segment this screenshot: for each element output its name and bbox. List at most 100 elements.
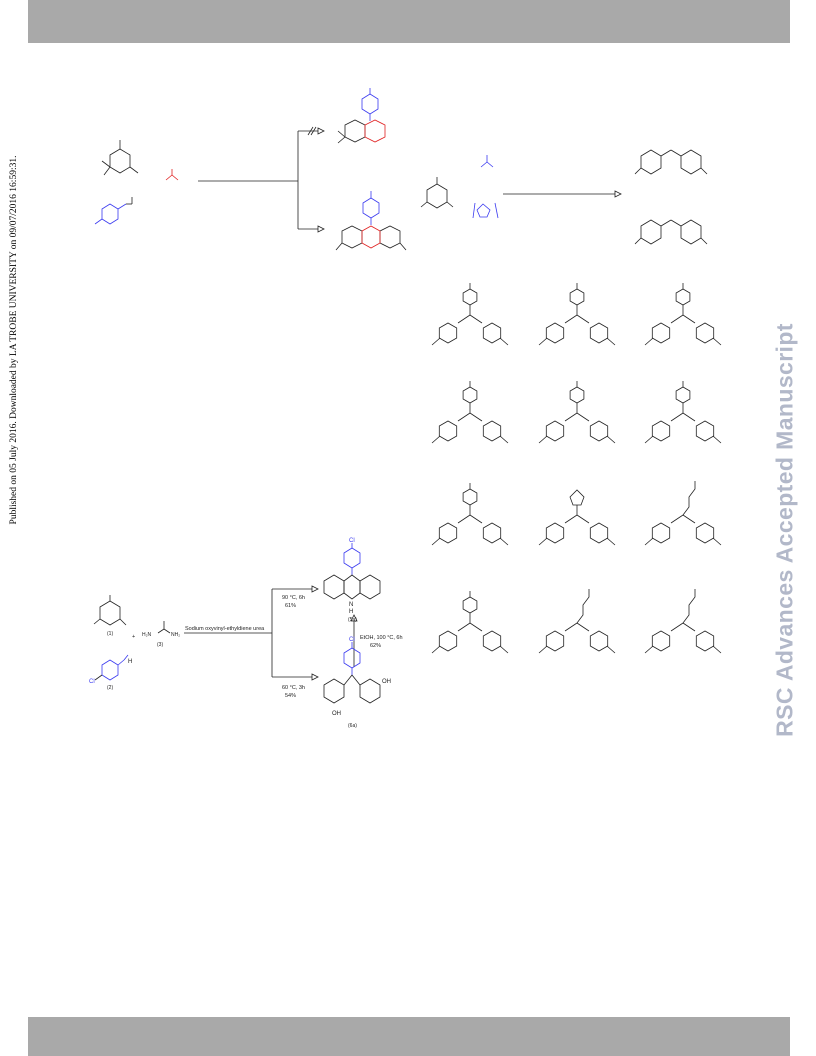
product-6-left-methyl bbox=[644, 435, 654, 444]
compound-6a-label: (6a) bbox=[348, 723, 357, 729]
product-4-right-bond bbox=[469, 412, 483, 422]
red-reagent bbox=[165, 169, 179, 181]
top-branch-conditions: 90 °C, 6h bbox=[282, 595, 305, 601]
product-8-right-methyl bbox=[606, 537, 616, 546]
product-12-alkyl-chain bbox=[682, 589, 696, 624]
product-12-right-ring bbox=[695, 630, 715, 652]
compound-2-aldehyde-h: H bbox=[128, 659, 132, 665]
product-6-right-bond bbox=[682, 412, 696, 422]
product-1-aryl-ring bbox=[462, 288, 478, 306]
product-1-left-ring bbox=[438, 322, 458, 344]
product-7-right-ring bbox=[482, 522, 502, 544]
up-arrow-conditions: EtOH, 100 °C, 6h bbox=[360, 635, 403, 641]
product-11-right-methyl bbox=[606, 645, 616, 654]
product-11-right-ring bbox=[589, 630, 609, 652]
product-3-left-ring bbox=[651, 322, 671, 344]
product-2-left-methyl bbox=[538, 337, 548, 346]
product-7-aryl-ring bbox=[462, 488, 478, 506]
plus-sign: + bbox=[132, 634, 135, 640]
product-6a-oh-bottom: OH bbox=[332, 711, 341, 717]
product-11-left-ring bbox=[545, 630, 565, 652]
product-1-right-ring bbox=[482, 322, 502, 344]
scheme-2-reagent-1 bbox=[480, 155, 494, 168]
product-4-left-bond bbox=[457, 412, 471, 422]
product-5a-aryl bbox=[343, 543, 361, 575]
product-1-right-bond bbox=[469, 314, 483, 324]
product-5-left-bond bbox=[564, 412, 578, 422]
bottom-branch-conditions: 60 °C, 3h bbox=[282, 685, 305, 691]
product-12-left-ring bbox=[651, 630, 671, 652]
product-6-left-ring bbox=[651, 420, 671, 442]
product-7-right-bond bbox=[469, 514, 483, 524]
product-2-right-ring bbox=[589, 322, 609, 344]
product-4-right-ring bbox=[482, 420, 502, 442]
product-3-aryl-ring bbox=[675, 288, 691, 306]
product-1-left-bond bbox=[457, 314, 471, 324]
compound-1-label: (1) bbox=[107, 631, 113, 637]
product-4-aryl-ring bbox=[462, 386, 478, 404]
product-8-left-ring bbox=[545, 522, 565, 544]
product-3-right-bond bbox=[682, 314, 696, 324]
product-5-left-methyl bbox=[538, 435, 548, 444]
publication-note: Published on 05 July 2016. Downloaded by… bbox=[9, 155, 19, 525]
product-grid-drawing bbox=[431, 283, 722, 654]
product-1-right-methyl bbox=[499, 337, 509, 346]
scheme-2-reactant bbox=[420, 177, 454, 209]
product-3-right-ring bbox=[695, 322, 715, 344]
compound-2-label: (2) bbox=[107, 685, 113, 691]
product-4-left-methyl bbox=[431, 435, 441, 444]
product-5-left-ring bbox=[545, 420, 565, 442]
compound-5a-label: (5a) bbox=[348, 617, 357, 623]
product-10-left-ring bbox=[438, 630, 458, 652]
product-7-right-methyl bbox=[499, 537, 509, 546]
product-12-left-methyl bbox=[644, 645, 654, 654]
scheme-3: (1) Cl H (2) + H₂N NH₂ (3) Sodium oxyvin… bbox=[80, 535, 415, 735]
scheme-2-drawing bbox=[420, 149, 708, 245]
product-2-left-bond bbox=[564, 314, 578, 324]
product-5-aryl-ring bbox=[569, 386, 585, 404]
product-5-right-methyl bbox=[606, 435, 616, 444]
product-5a-chlorine: Cl bbox=[349, 538, 355, 544]
scheme-3-drawing: (1) Cl H (2) + H₂N NH₂ (3) Sodium oxyvin… bbox=[89, 538, 403, 729]
product-12-right-methyl bbox=[712, 645, 722, 654]
product-10-right-ring bbox=[482, 630, 502, 652]
product-10-aryl-ring bbox=[462, 596, 478, 614]
product-10-right-bond bbox=[469, 622, 483, 632]
product-11-alkyl-chain bbox=[576, 589, 590, 624]
product-6-left-bond bbox=[670, 412, 684, 422]
urea-nh2-right: NH₂ bbox=[171, 632, 180, 638]
footer-bar bbox=[28, 1017, 790, 1056]
product-3-left-bond bbox=[670, 314, 684, 324]
aldehyde-structure bbox=[94, 203, 127, 225]
product-3-left-methyl bbox=[644, 337, 654, 346]
product-9-left-ring bbox=[651, 522, 671, 544]
product-3-right-methyl bbox=[712, 337, 722, 346]
product-8-left-methyl bbox=[538, 537, 548, 546]
product-6-right-methyl bbox=[712, 435, 722, 444]
product-11-left-bond bbox=[564, 622, 578, 632]
product-11-left-methyl bbox=[538, 645, 548, 654]
scheme-1 bbox=[80, 85, 410, 275]
compound-2-chlorine: Cl bbox=[89, 679, 95, 685]
product-8-left-bond bbox=[564, 514, 578, 524]
product-6a-oh-right: OH bbox=[382, 679, 391, 685]
top-branch-yield: 61% bbox=[285, 603, 296, 609]
dimedone-structure bbox=[101, 140, 139, 176]
product-9-right-bond bbox=[682, 514, 696, 524]
top-product-aryl bbox=[361, 88, 379, 121]
compound-1-structure bbox=[93, 595, 127, 626]
product-2-left-ring bbox=[545, 322, 565, 344]
product-9-left-methyl bbox=[644, 537, 654, 546]
urea-nh2-left: H₂N bbox=[142, 632, 152, 638]
product-6-aryl-ring bbox=[675, 386, 691, 404]
product-7-left-methyl bbox=[431, 537, 441, 546]
product-5-right-bond bbox=[576, 412, 590, 422]
product-2-right-bond bbox=[576, 314, 590, 324]
header-bar bbox=[28, 0, 790, 43]
bottom-product-aryl bbox=[362, 191, 380, 225]
product-8-right-ring bbox=[589, 522, 609, 544]
product-5a-nh-hydrogen: H bbox=[349, 609, 353, 615]
product-6a-aryl bbox=[343, 642, 361, 675]
product-6a-chlorine: Cl bbox=[349, 637, 355, 643]
product-9-alkyl-chain bbox=[682, 481, 696, 516]
